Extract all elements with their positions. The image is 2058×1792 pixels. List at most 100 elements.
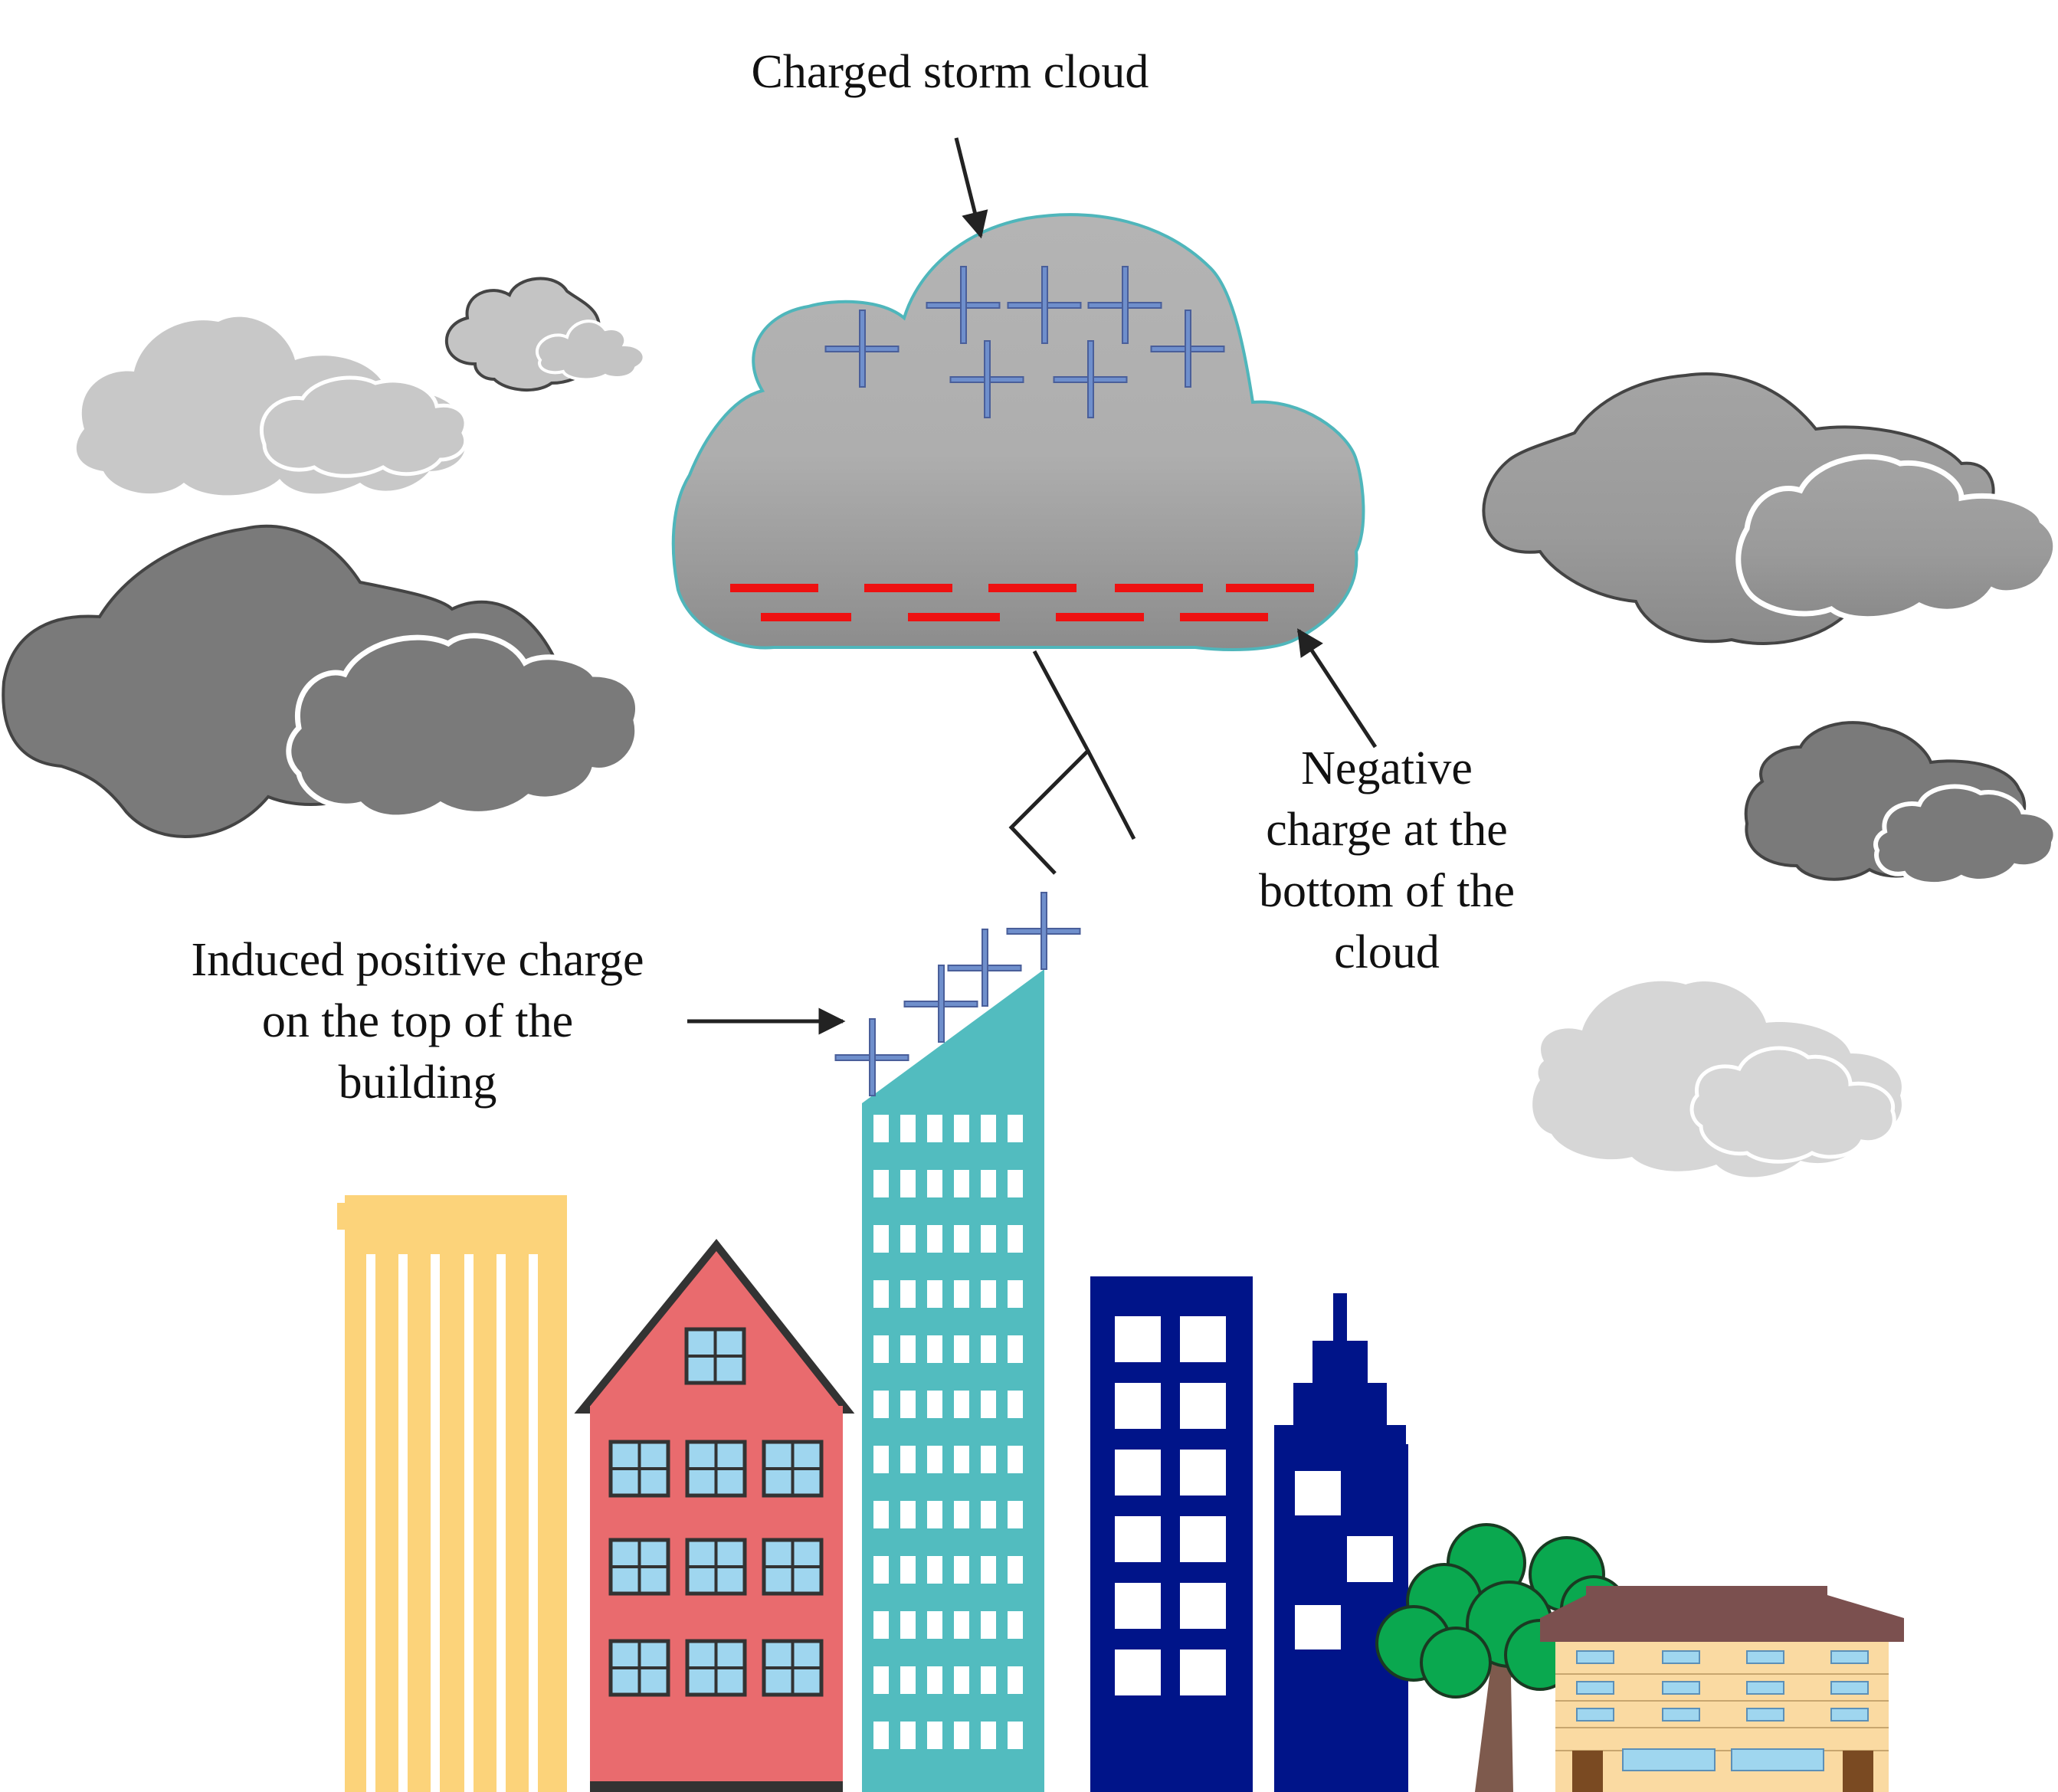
plus-sign [834, 1018, 909, 1096]
low-building-lines [1555, 1673, 1889, 1751]
small-light-cloud [445, 277, 646, 392]
yellow-building-stripe [398, 1254, 408, 1792]
tower-window [954, 1225, 969, 1253]
tower-window [900, 1170, 916, 1197]
tower-window [981, 1446, 996, 1473]
minus-sign [1056, 613, 1144, 621]
teal-tower [834, 892, 1081, 1792]
tower-window [927, 1280, 942, 1308]
window [685, 1639, 747, 1697]
low-building-window [1576, 1708, 1614, 1722]
yellow-building-stripe [464, 1254, 474, 1792]
office-window [1115, 1316, 1161, 1362]
negative-charge-arrow [1296, 628, 1378, 749]
window [685, 1538, 747, 1596]
tower-window [1008, 1335, 1023, 1363]
negative-charge-label: Negative charge at the bottom of the clo… [1211, 738, 1563, 983]
office-window [1115, 1583, 1161, 1629]
tower-window [873, 1115, 889, 1142]
tower-window [927, 1115, 942, 1142]
plus-sign-stem [1040, 892, 1047, 970]
lightning-bolt [1008, 650, 1091, 875]
tower-window [873, 1556, 889, 1584]
tower-window [1008, 1556, 1023, 1584]
storm-cloud-label: Charged storm cloud [713, 41, 1188, 103]
plus-sign-stem [869, 1018, 876, 1096]
yellow-building-stripe [366, 1254, 375, 1792]
office-window [1115, 1516, 1161, 1562]
induced-charge-line-2: on the top of the [261, 995, 574, 1047]
plus-sign-stem [981, 929, 988, 1007]
tower-window [954, 1501, 969, 1528]
storm-cloud-arrow [954, 137, 988, 239]
low-building-window [1576, 1681, 1614, 1695]
window [608, 1440, 670, 1498]
plus-sign [1087, 266, 1162, 344]
tower-window [873, 1391, 889, 1418]
plus-sign [1053, 340, 1128, 418]
tower-window [927, 1170, 942, 1197]
tower-window [927, 1556, 942, 1584]
window [685, 1440, 747, 1498]
teal-tower-windows [873, 1115, 1023, 1749]
tower-window [981, 1391, 996, 1418]
tower-window [927, 1446, 942, 1473]
tower-window [927, 1722, 942, 1749]
tower-window [927, 1501, 942, 1528]
tower-window [981, 1170, 996, 1197]
office-window [1180, 1316, 1226, 1362]
tower-window [873, 1722, 889, 1749]
low-building-windows [1576, 1650, 1869, 1771]
plus-sign [1007, 266, 1082, 344]
tower-window [1008, 1446, 1023, 1473]
tower-window [981, 1722, 996, 1749]
office-window [1180, 1583, 1226, 1629]
tower-window [900, 1611, 916, 1639]
tower-window [873, 1170, 889, 1197]
tower-window [873, 1666, 889, 1694]
tower-window [927, 1666, 942, 1694]
navy-skyscraper [1274, 1293, 1408, 1792]
tree-leaf-cluster [1420, 1627, 1492, 1699]
cloud-negative-charges [730, 584, 1314, 621]
tower-window [954, 1666, 969, 1694]
tower-window [900, 1391, 916, 1418]
tower-window [927, 1391, 942, 1418]
plus-sign-stem [984, 340, 991, 418]
negative-charge-line-1: Negative [1301, 742, 1473, 794]
tower-window [900, 1666, 916, 1694]
tower-window [1008, 1722, 1023, 1749]
tower-window [873, 1611, 889, 1639]
tower-window [1008, 1170, 1023, 1197]
tower-window [981, 1611, 996, 1639]
yellow-building [337, 1195, 567, 1792]
tower-window [981, 1501, 996, 1528]
tower-window [954, 1115, 969, 1142]
tower-window [900, 1225, 916, 1253]
door-right [1843, 1751, 1873, 1792]
window [608, 1639, 670, 1697]
navy-office-building [1090, 1276, 1253, 1792]
navy-office-windows [1115, 1316, 1226, 1695]
storm-cloud-label-line: Charged storm cloud [751, 46, 1149, 98]
tower-window [981, 1556, 996, 1584]
light-cloud-left [76, 316, 468, 496]
minus-sign [1226, 584, 1314, 592]
plus-sign-stem [1041, 266, 1048, 344]
window [762, 1538, 824, 1596]
tower-window [1008, 1611, 1023, 1639]
plus-sign [824, 310, 900, 388]
red-house-windows [608, 1327, 824, 1697]
tower-window [900, 1280, 916, 1308]
office-window [1115, 1649, 1161, 1695]
plus-sign [1006, 892, 1081, 970]
induced-charge-line-1: Induced positive charge [191, 934, 644, 986]
window [762, 1639, 824, 1697]
low-building-wide-window [1622, 1748, 1716, 1771]
plus-sign-stem [1087, 340, 1094, 418]
tower-window [927, 1335, 942, 1363]
office-window [1180, 1649, 1226, 1695]
tower-window [981, 1115, 996, 1142]
tower-window [954, 1556, 969, 1584]
